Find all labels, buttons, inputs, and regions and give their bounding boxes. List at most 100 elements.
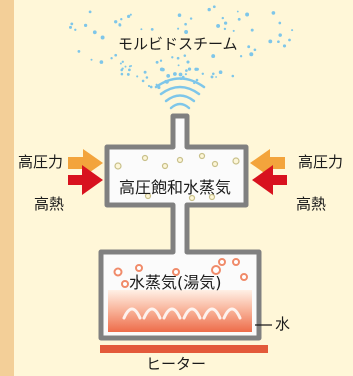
steam-dot	[114, 53, 118, 57]
steam-dot	[207, 7, 211, 12]
steam-dot	[70, 22, 74, 26]
steam-dot	[249, 52, 254, 57]
steam-dot	[141, 79, 145, 83]
steam-dot	[88, 10, 92, 14]
steam-dot	[149, 85, 153, 89]
steam-dot	[120, 72, 124, 76]
steam-dot	[124, 65, 127, 68]
steam-dot	[186, 60, 190, 64]
steam-spray	[68, 5, 294, 90]
steam-dot	[128, 65, 131, 68]
steam-dot	[120, 18, 123, 21]
steam-dot	[239, 55, 243, 58]
steam-dot	[189, 17, 193, 20]
water-ripples	[122, 307, 242, 320]
steam-dot	[145, 76, 149, 79]
steam-dot	[201, 72, 204, 76]
chamber-bubbles	[114, 152, 240, 202]
vapor-label: 水蒸気(湯気)	[129, 273, 222, 292]
heat-arrow-right	[252, 165, 287, 195]
steam-dot	[231, 74, 235, 78]
steam-dot	[110, 57, 113, 60]
steam-dot	[118, 23, 122, 27]
vessel-outline	[98, 113, 262, 341]
steam-dot	[232, 29, 235, 32]
steam-dot	[177, 64, 180, 67]
steam-waves	[154, 77, 206, 110]
steam-dot	[128, 68, 131, 72]
steam-dot	[99, 60, 104, 64]
pressure-arrow-left	[68, 149, 103, 177]
steam-dot	[121, 60, 124, 63]
heat-arrow-left	[68, 165, 103, 195]
steam-dot	[129, 13, 132, 16]
steam-dot	[136, 75, 139, 78]
steam-dot	[212, 72, 215, 76]
steam-dot	[147, 84, 151, 88]
steam-dot	[221, 16, 224, 20]
steam-dot	[150, 28, 154, 31]
steam-dot	[159, 59, 163, 62]
steam-dot	[171, 56, 174, 59]
steam-dot	[187, 67, 192, 71]
steam-dot	[177, 13, 182, 17]
steam-dot	[126, 14, 131, 19]
steam-dot	[271, 11, 276, 15]
steam-dot	[223, 27, 227, 31]
steam-dot	[245, 12, 250, 17]
steam-dot	[247, 45, 251, 49]
steam-dot	[185, 69, 188, 72]
heat-label-right: 高熱	[296, 195, 327, 213]
steam-dot	[126, 72, 130, 76]
chamber-label: 高圧飽和水蒸気	[119, 178, 232, 197]
steam-dot	[278, 33, 282, 37]
steam-dot	[159, 67, 164, 72]
heat-label-left: 高熱	[34, 195, 65, 213]
steam-dot	[223, 21, 228, 25]
steam-dot	[278, 21, 282, 25]
steam-dot	[83, 23, 88, 28]
steam-dot	[100, 35, 105, 40]
steam-dot	[212, 5, 216, 9]
steam-dot	[184, 73, 187, 76]
steam-dot	[211, 54, 216, 59]
steam-dot	[176, 56, 180, 60]
steam-dot	[114, 20, 118, 24]
steam-dot	[183, 54, 187, 57]
steam-dot	[253, 48, 257, 52]
steam-dot	[216, 23, 221, 28]
steam-dot	[143, 70, 147, 74]
steam-dot	[177, 27, 180, 30]
steam-dot	[173, 72, 177, 76]
steam-dot	[184, 30, 189, 34]
steam-dot	[77, 50, 81, 53]
pressure-label-left: 高圧力	[18, 153, 64, 171]
steam-dot	[218, 70, 223, 75]
steam-dot	[291, 29, 294, 32]
steam-dot	[288, 38, 291, 42]
heater-label: ヒーター	[146, 355, 207, 373]
steam-dot	[236, 10, 239, 13]
steam-dot	[140, 28, 143, 31]
steam-dot	[194, 67, 198, 71]
steam-dot	[120, 68, 123, 72]
steam-dot	[68, 25, 73, 29]
steam-dot	[250, 28, 254, 32]
steam-dot	[195, 78, 199, 82]
vapor-bubbles	[113, 258, 248, 288]
steam-dot	[74, 28, 77, 31]
steam-dot	[155, 60, 159, 64]
steam-dot	[178, 72, 183, 77]
steam-label: モルビドスチーム	[118, 35, 238, 53]
steam-dot	[215, 76, 218, 78]
steam-dot	[184, 22, 187, 26]
steam-dot	[166, 74, 171, 78]
steam-dot	[90, 58, 93, 61]
steam-dot	[237, 17, 241, 21]
steam-dot	[282, 44, 287, 48]
steam-dot	[92, 30, 97, 35]
side-strip	[0, 0, 14, 376]
pressure-arrow-right	[250, 149, 285, 177]
